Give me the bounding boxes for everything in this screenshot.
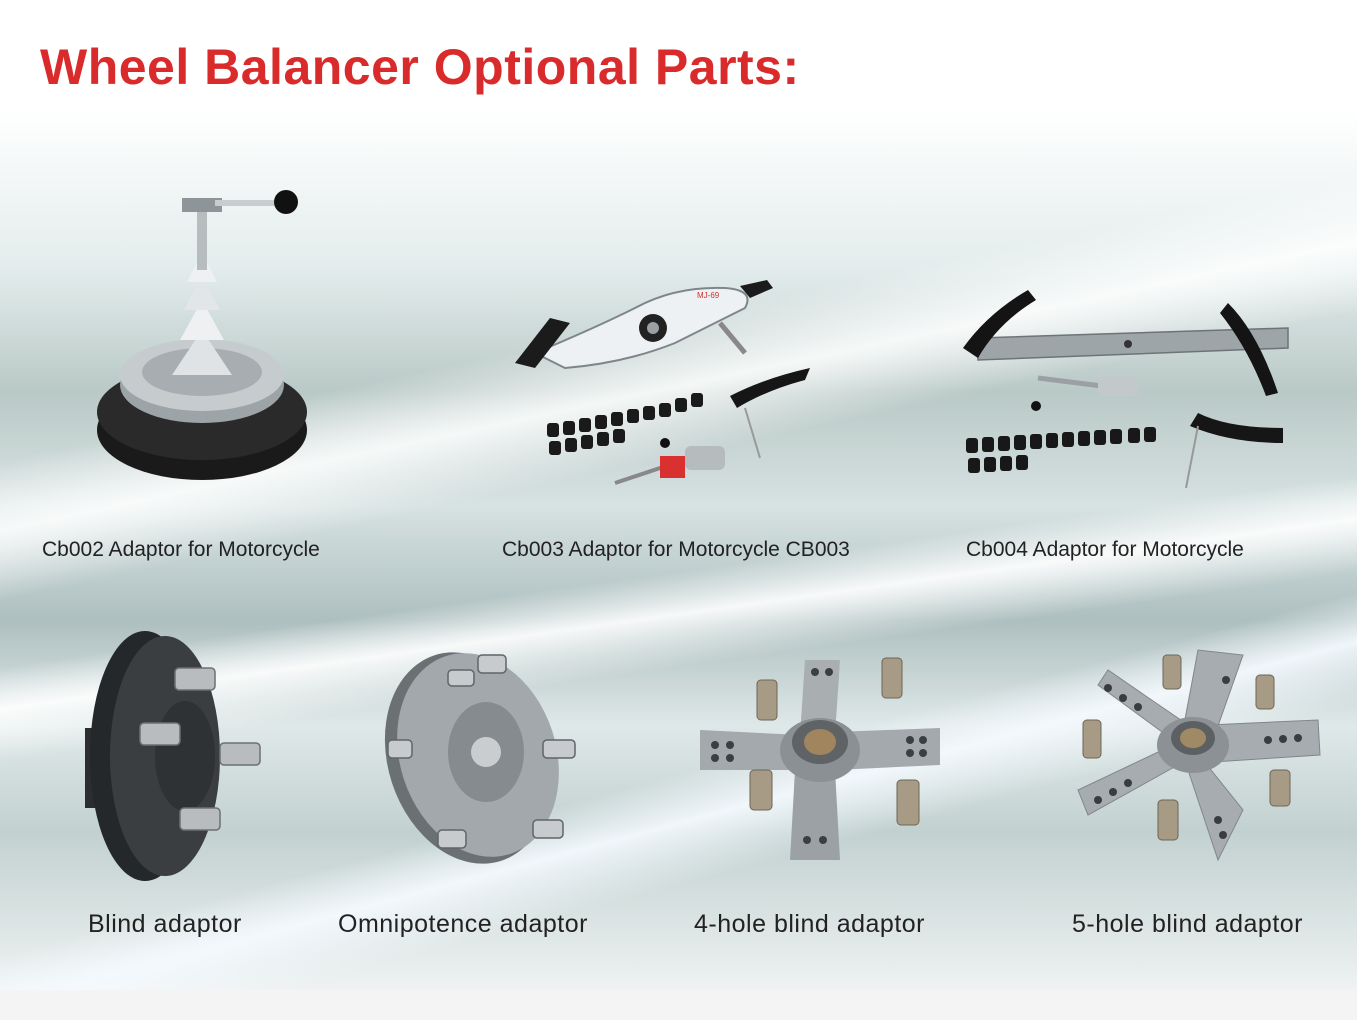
caption-omnipotence: Omnipotence adaptor — [338, 910, 588, 938]
page-background — [0, 110, 1357, 990]
page-title: Wheel Balancer Optional Parts: — [40, 39, 800, 95]
arm-adaptor-icon: MJ-69 — [515, 280, 810, 485]
footer-band — [0, 990, 1357, 1020]
caption-cb002: Cb002 Adaptor for Motorcycle — [42, 538, 320, 561]
caption-cb003: Cb003 Adaptor for Motorcycle CB003 — [502, 538, 850, 561]
universal-flange-icon — [384, 652, 576, 864]
caption-cb004: Cb004 Adaptor for Motorcycle — [966, 538, 1244, 561]
caption-5-hole: 5-hole blind adaptor — [1072, 910, 1303, 938]
four-arm-plate-icon — [700, 657, 940, 860]
five-arm-plate-icon — [1077, 649, 1321, 862]
blind-flange-icon — [85, 631, 261, 881]
bar-adaptor-icon — [963, 290, 1289, 489]
cone-adaptor-icon — [97, 190, 307, 480]
caption-blind: Blind adaptor — [88, 910, 242, 938]
caption-4-hole: 4-hole blind adaptor — [694, 910, 925, 938]
arm-marking-label: MJ-69 — [697, 291, 720, 300]
